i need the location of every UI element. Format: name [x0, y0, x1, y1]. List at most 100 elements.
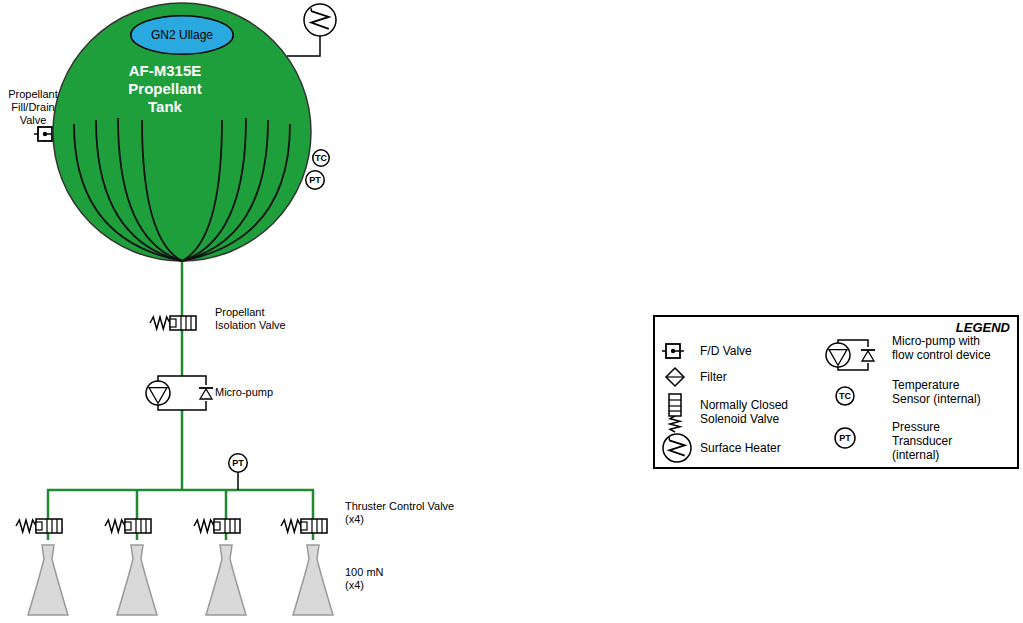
ullage-ellipse-label: GN2 Ullage [151, 29, 213, 41]
valve-division [185, 316, 186, 330]
valve-body [36, 519, 62, 533]
solenoid-valve-symbol [669, 394, 681, 432]
heater-zigzag [311, 11, 329, 29]
legend-pt-circle [835, 428, 855, 448]
fill-drain-valve-symbol [662, 344, 684, 358]
heater-circle [304, 4, 336, 36]
thruster-nozzle [293, 545, 333, 615]
micro-pump-symbol [146, 376, 213, 410]
pmd-vane [182, 120, 268, 261]
check-valve-seat [200, 389, 212, 399]
check-valve-bar [861, 349, 875, 351]
check-ground [199, 385, 213, 401]
pmd-vane [118, 118, 182, 261]
valve-division [669, 405, 681, 406]
part-label: 100 mN (x4) [345, 566, 397, 592]
thruster-nozzle [206, 545, 246, 615]
valve-body [669, 394, 681, 416]
temperature-sensor-shape [313, 150, 330, 167]
check-valve-seat [862, 351, 874, 361]
valve-spring [670, 416, 680, 432]
valve-division [234, 519, 235, 533]
pmd-vane [182, 120, 222, 261]
valve-body [214, 519, 240, 533]
check-ground [861, 347, 875, 363]
valve-spring [281, 520, 301, 532]
valve-spring [150, 317, 170, 329]
valve-body [125, 519, 151, 533]
valve-spring [105, 520, 125, 532]
surface-heater-symbol [304, 4, 336, 36]
valve-spring [194, 520, 214, 532]
fd-dot [43, 132, 47, 136]
valve-body [170, 316, 196, 330]
solenoid-valve-symbol [281, 519, 327, 533]
heater-zigzag [669, 440, 684, 455]
valve-division [56, 519, 57, 533]
legend-text: Temperature Sensor (internal) [892, 378, 992, 406]
valve-coil [301, 522, 307, 530]
legend-symbol-text: TC [839, 392, 851, 401]
valve-body [301, 519, 327, 533]
pmd-vane [96, 120, 182, 261]
pump-triangle [829, 350, 847, 366]
pressure-transducer-label: PT [232, 459, 244, 468]
legend-frame [654, 316, 1018, 468]
micro-pump-symbol [826, 340, 875, 370]
solenoid-valve-symbol [105, 519, 151, 533]
valve-division [224, 519, 225, 533]
legend-title: LEGEND [930, 321, 1010, 334]
valve-division [180, 316, 181, 330]
fd-port [34, 133, 38, 135]
legend-text: Normally Closed Solenoid Valve [700, 398, 818, 426]
pump-circle [146, 381, 170, 405]
temperature-sensor: TC [312, 149, 330, 167]
valve-division [311, 519, 312, 533]
ullage-ellipse: GN2 Ullage [130, 15, 234, 55]
valve-division [669, 410, 681, 411]
pressure-transducer-shape [306, 171, 325, 190]
valve-division [229, 519, 230, 533]
tank-shell [53, 3, 311, 261]
valve-spring [16, 520, 36, 532]
part-label: Propellant Isolation Valve [215, 306, 305, 332]
temperature-sensor-label: TC [315, 154, 327, 163]
filter-symbol [666, 368, 684, 386]
legend-symbol-text: PT [839, 434, 851, 443]
legend-text: F/D Valve [700, 344, 820, 358]
valve-division [316, 519, 317, 533]
valve-division [51, 519, 52, 533]
legend-text: Micro-pump with flow control device [892, 334, 1000, 362]
heater-lead [310, 8, 312, 11]
heater-lead [669, 437, 671, 440]
manifold-line [47, 489, 314, 492]
pmd-vane [74, 124, 182, 261]
pmd-vane [182, 124, 290, 261]
valve-division [669, 399, 681, 400]
solenoid-valve-symbol [150, 316, 196, 330]
thruster-nozzle [28, 545, 68, 615]
valve-coil [36, 522, 42, 530]
pressure-transducer-label: PT [309, 176, 321, 185]
part-label: Micro-pump [215, 386, 305, 399]
legend-text: Filter [700, 370, 820, 384]
solenoid-valve-symbol [194, 519, 240, 533]
feed-line [181, 410, 184, 490]
part-label: Propellant Fill/Drain Valve [2, 88, 64, 127]
legend-text: Surface Heater [700, 441, 820, 455]
pt-tap-line [237, 473, 239, 490]
heater-line [287, 36, 320, 56]
filter-line [666, 376, 684, 377]
valve-coil [170, 319, 176, 327]
surface-heater-symbol [663, 434, 691, 462]
heater-circle [663, 434, 691, 462]
valve-division [145, 519, 146, 533]
fd-port [662, 350, 666, 352]
legend-tc-circle [836, 387, 854, 405]
valve-coil [125, 522, 131, 530]
check-valve-bar [199, 387, 213, 389]
propellant-tank: AF-M315E Propellant TankGN2 Ullage [52, 2, 312, 262]
pump-triangle [149, 388, 167, 404]
thruster-nozzle [117, 545, 157, 615]
